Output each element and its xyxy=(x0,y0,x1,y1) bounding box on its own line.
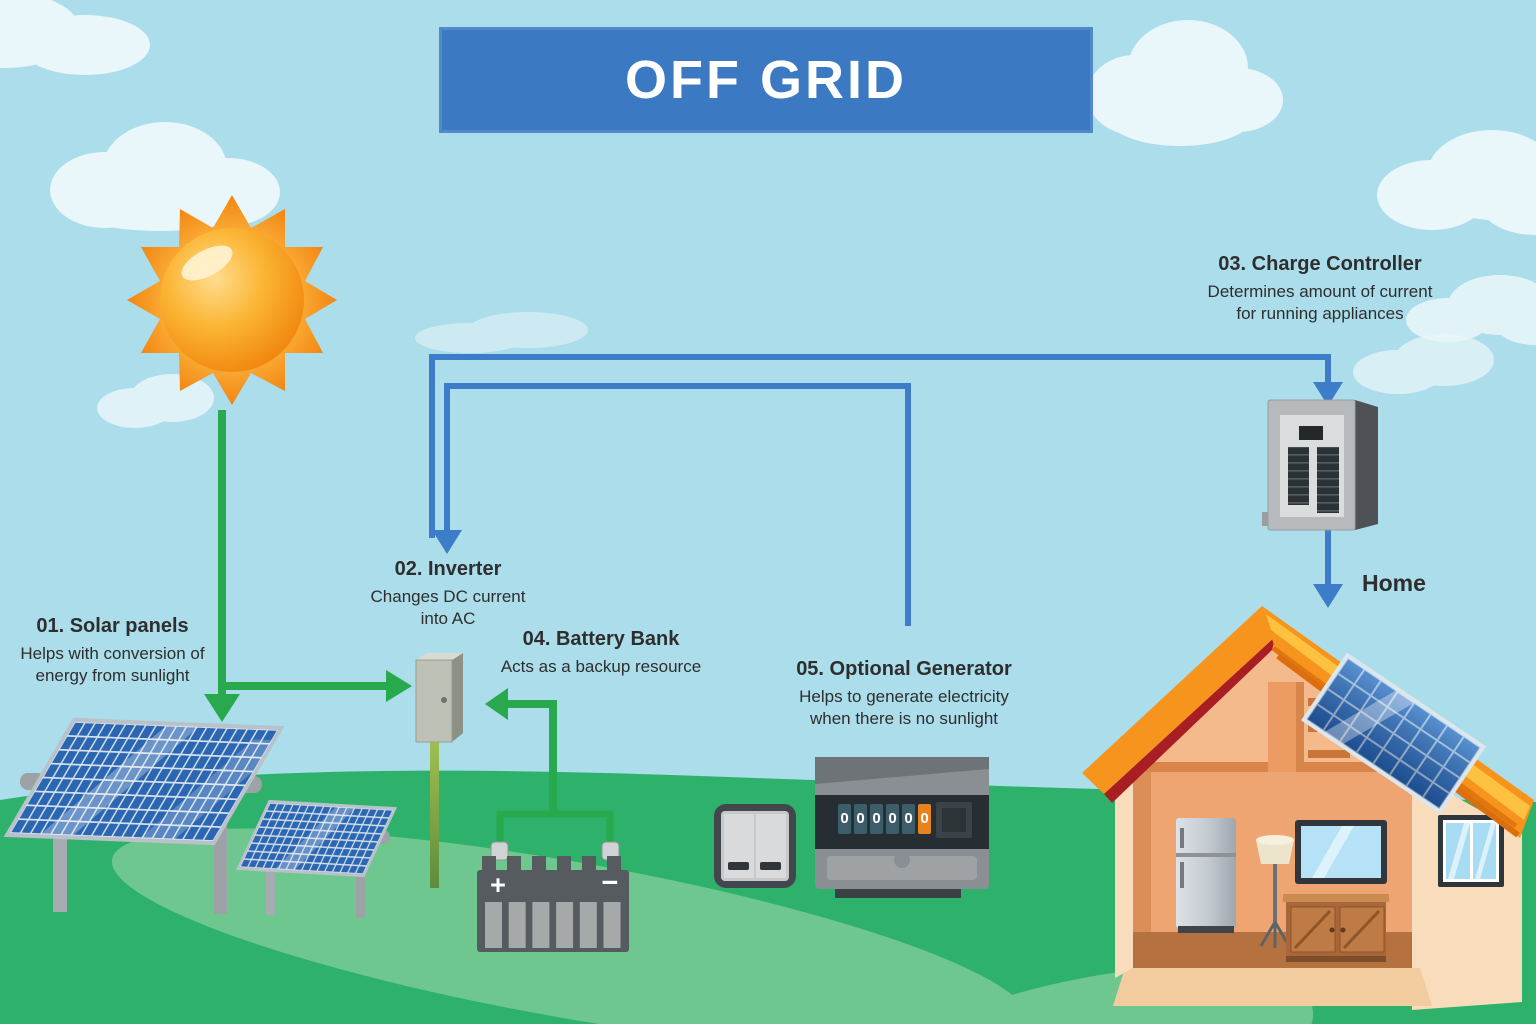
sun-highlight xyxy=(181,245,233,281)
switch-slot-left xyxy=(728,862,749,870)
label-solar-panels: 01. Solar panels Helps with conversion o… xyxy=(5,615,220,687)
solar-panels xyxy=(3,717,398,918)
label-inverter: 02. Inverter Changes DC current into AC xyxy=(350,558,546,630)
controller-tab xyxy=(1262,512,1270,526)
panel-small-leg-front xyxy=(266,865,275,915)
generator-top-band xyxy=(815,757,989,784)
title-banner: OFF GRID xyxy=(439,27,1093,133)
generator-digit: 0 xyxy=(854,804,867,834)
panel-small-leg-back xyxy=(356,838,365,918)
cloud-faint-center xyxy=(415,312,588,353)
arrowhead-from-battery xyxy=(485,688,508,720)
charge-controller-heading: 03. Charge Controller xyxy=(1218,253,1422,275)
battery-minus-sign: − xyxy=(601,867,619,899)
cloud-above-sun xyxy=(50,122,280,231)
transfer-switch-box xyxy=(714,804,796,888)
label-battery-bank: 04. Battery Bank Acts as a backup resour… xyxy=(495,628,707,678)
home-label: Home xyxy=(1362,570,1426,596)
panel-small xyxy=(235,799,398,878)
inverter-desc-2: into AC xyxy=(420,609,476,629)
house xyxy=(1082,606,1534,1010)
generator-vent-notch xyxy=(894,852,910,868)
inverter-side xyxy=(452,653,463,742)
arrow-battery-to-inverter-line xyxy=(506,700,557,814)
solar-panels-desc-1: Helps with conversion of xyxy=(20,644,205,663)
battery-bank-desc-1: Acts as a backup resource xyxy=(500,657,702,676)
house-interior-wall-shade xyxy=(1133,772,1151,932)
page-title: OFF GRID xyxy=(625,50,907,110)
label-charge-controller: 03. Charge Controller Determines amount … xyxy=(1185,253,1455,325)
wall-tv xyxy=(1295,820,1387,884)
cloud-behind-controller xyxy=(1353,334,1494,394)
panel-large-leg-front xyxy=(53,830,67,912)
arrowhead-to-home xyxy=(1313,584,1343,608)
battery-plus-sign: + xyxy=(490,870,506,900)
house-base xyxy=(1113,968,1432,1006)
cabinet xyxy=(1283,894,1389,962)
house-window xyxy=(1438,815,1504,887)
generator-digit: 0 xyxy=(918,804,931,834)
house-left-cut-edge xyxy=(1115,772,1133,978)
battery-teeth xyxy=(482,856,621,874)
inverter-knob xyxy=(441,697,447,703)
battery-terminal-left xyxy=(490,841,509,861)
cloud-right-of-banner xyxy=(1087,20,1283,146)
flow-arrows-blue xyxy=(429,354,1331,626)
optional-generator-desc-1: Helps to generate electricity xyxy=(799,687,1009,706)
roof-left xyxy=(1082,606,1276,794)
inverter-desc-1: Changes DC current xyxy=(370,587,526,606)
battery-device xyxy=(477,841,629,952)
floor-lamp xyxy=(1256,835,1294,948)
battery-slats xyxy=(485,902,621,948)
grass-highlight-right xyxy=(806,966,1314,1024)
switch-slot-right xyxy=(760,862,781,870)
panel-large xyxy=(3,717,285,846)
generator-counter: 0 0 0 0 0 0 xyxy=(838,804,931,834)
flow-arrowheads-green xyxy=(204,670,508,722)
arrow-generator-to-inverter-line xyxy=(444,383,911,626)
arrowhead-to-controller xyxy=(1313,382,1343,406)
solar-panels-desc-2: energy from sunlight xyxy=(35,666,190,686)
optional-generator-heading: 05. Optional Generator xyxy=(796,658,1012,680)
clouds xyxy=(0,0,1536,428)
flow-arrows-green xyxy=(218,410,614,848)
controller-breaker-right xyxy=(1317,447,1339,513)
cloud-right-edge xyxy=(1377,130,1536,235)
label-optional-generator: 05. Optional Generator Helps to generate… xyxy=(775,658,1033,730)
controller-breaker-left xyxy=(1288,447,1309,505)
arrowhead-to-panels xyxy=(204,694,240,722)
charge-controller-desc-2: for running appliances xyxy=(1236,304,1404,324)
generator-digit: 0 xyxy=(902,804,915,834)
inverter-heading: 02. Inverter xyxy=(394,558,502,580)
generator-digit: 0 xyxy=(870,804,883,834)
cloud-left-small xyxy=(97,374,214,428)
arrow-inverter-to-controller-line xyxy=(429,354,1331,538)
inverter-pole xyxy=(430,740,439,888)
flow-arrowheads-blue xyxy=(432,382,1343,608)
charge-controller-desc-1: Determines amount of current xyxy=(1207,282,1433,301)
roof-left-underside xyxy=(1104,636,1276,803)
controller-display xyxy=(1299,426,1323,440)
inverter-top xyxy=(416,653,463,660)
optional-generator-desc-2: when there is no sunlight xyxy=(809,709,999,729)
solar-panels-heading: 01. Solar panels xyxy=(36,615,189,637)
charge-controller-device xyxy=(1262,399,1378,531)
roof-solar-panel xyxy=(1301,652,1487,815)
generator-digit: 0 xyxy=(886,804,899,834)
fridge xyxy=(1176,818,1236,933)
cloud-right-small xyxy=(1406,275,1536,345)
sun xyxy=(127,195,337,405)
inverter-device xyxy=(415,653,463,888)
sun-disc xyxy=(160,228,304,372)
arrowhead-to-inverter-green xyxy=(386,670,412,702)
controller-side xyxy=(1355,400,1378,530)
cloud-top-left xyxy=(0,0,150,75)
battery-bank-heading: 04. Battery Bank xyxy=(522,628,680,650)
generator-digit: 0 xyxy=(838,804,851,834)
arrowhead-to-inverter-blue xyxy=(432,530,462,554)
